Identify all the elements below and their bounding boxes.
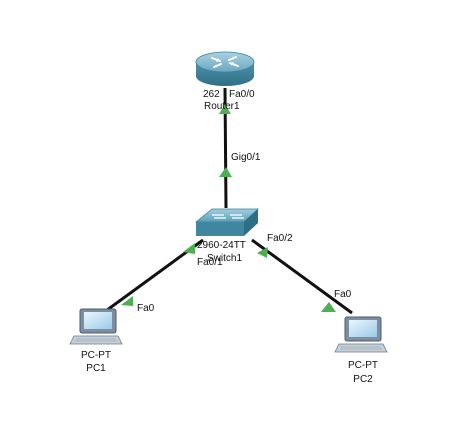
port-label-switch-fa01: Fa0/1: [197, 257, 223, 268]
pc1-name-label: PC1: [86, 363, 106, 374]
router-icon: [195, 51, 255, 86]
port-label-pc2-fa0: Fa0: [334, 289, 352, 300]
port-label-switch-fa02: Fa0/2: [267, 233, 293, 244]
pc1-model-label: PC-PT: [81, 350, 111, 361]
link-up-indicator-pc2-fa0: [321, 302, 336, 312]
link-up-indicator-pc1-fa0: [121, 296, 133, 306]
pc1-device[interactable]: [69, 308, 123, 345]
pc2-model-label: PC-PT: [348, 360, 378, 371]
router-model-label: 262: [203, 89, 220, 100]
link-up-indicator-switch-gig01: [219, 167, 232, 177]
link-switch-pc2[interactable]: [251, 238, 353, 315]
link-up-indicator-switch-fa02: [257, 247, 268, 258]
link-indicators: [121, 104, 336, 312]
pc-icon: [69, 308, 123, 345]
pc-icon: [334, 316, 388, 353]
router-device[interactable]: [195, 51, 255, 86]
switch-icon: [194, 208, 260, 236]
pc2-device[interactable]: [334, 316, 388, 353]
switch-name-label: Switch1: [207, 253, 243, 264]
switch-model-label: 2960-24TT: [197, 240, 246, 251]
switch-device[interactable]: [194, 208, 260, 236]
port-label-switch-gig01: Gig0/1: [231, 152, 261, 163]
links: [102, 87, 353, 315]
link-up-indicator-router-fa00: [219, 104, 231, 114]
port-label-router-fa00: Fa0/0: [229, 89, 255, 100]
link-up-indicator-switch-fa01: [183, 243, 195, 254]
pc2-name-label: PC2: [353, 374, 373, 385]
router-name-label: Router1: [204, 101, 240, 112]
port-label-pc1-fa0: Fa0: [137, 303, 155, 314]
